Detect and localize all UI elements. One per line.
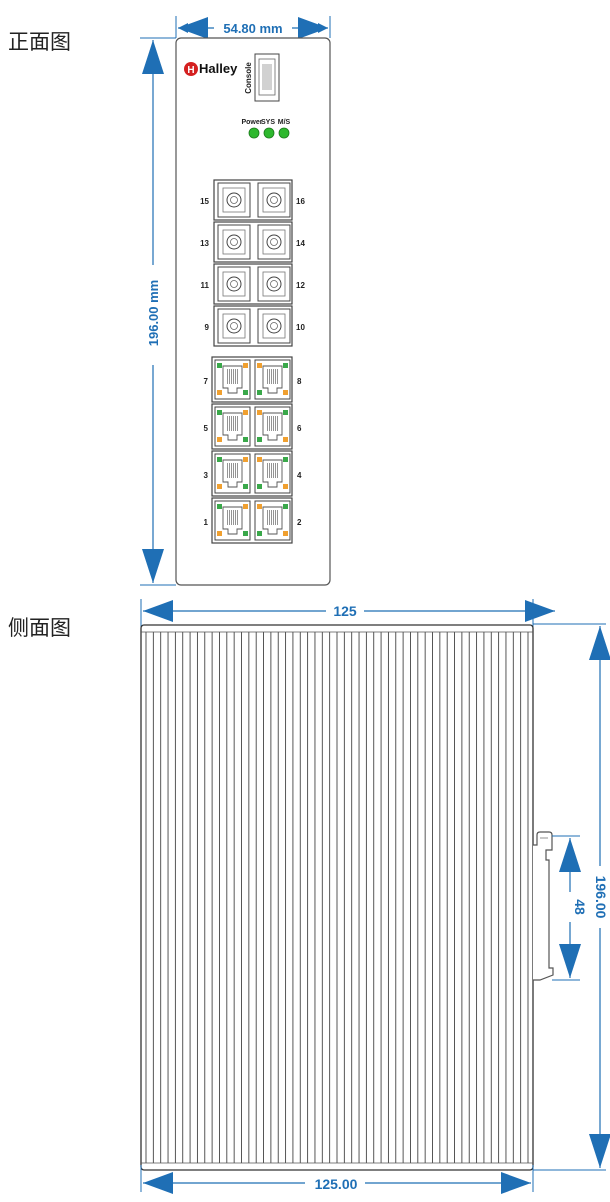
rj45-ports: 7 8 5 6 3 4 1 2 bbox=[204, 359, 302, 541]
led-label-sys: SYS bbox=[261, 119, 275, 126]
rj45-port bbox=[214, 453, 251, 494]
rj45-port-label: 2 bbox=[297, 518, 302, 527]
sfp-port-label: 10 bbox=[296, 323, 305, 332]
rj45-port bbox=[254, 453, 291, 494]
front-height-label: 196.00 mm bbox=[146, 280, 161, 347]
rail-dim-label: 48 bbox=[572, 899, 588, 915]
rj45-port-label: 1 bbox=[204, 518, 209, 527]
rj45-port-label: 7 bbox=[204, 377, 209, 386]
rj45-port-label: 8 bbox=[297, 377, 302, 386]
side-view-title: 侧面图 bbox=[8, 616, 71, 640]
front-width-dimension: 54.80 mm bbox=[175, 16, 331, 39]
console-label: Console bbox=[244, 62, 253, 94]
led-ms bbox=[278, 127, 290, 139]
sfp-port bbox=[217, 266, 251, 302]
rj45-port bbox=[214, 406, 251, 447]
rj45-port-label: 5 bbox=[204, 424, 209, 433]
sfp-port bbox=[217, 308, 251, 344]
status-leds: Power SYS M/S bbox=[241, 119, 291, 139]
sfp-port bbox=[217, 182, 251, 218]
rail-dimension: 48 bbox=[552, 835, 588, 981]
sfp-port bbox=[257, 308, 291, 344]
rj45-port-label: 3 bbox=[204, 471, 209, 480]
led-power bbox=[248, 127, 260, 139]
sfp-port-label: 9 bbox=[205, 323, 210, 332]
sfp-port-label: 14 bbox=[296, 239, 305, 248]
rj45-block bbox=[211, 356, 293, 544]
side-height-dimension: 196.00 bbox=[533, 623, 610, 1171]
heatsink-fins bbox=[141, 631, 533, 1164]
console-port bbox=[254, 53, 280, 102]
rj45-port bbox=[214, 500, 251, 541]
led-sys bbox=[263, 127, 275, 139]
rj45-port-label: 4 bbox=[297, 471, 302, 480]
side-bottom-dimension: 125.00 bbox=[140, 1165, 534, 1194]
led-label-power: Power bbox=[241, 119, 262, 126]
logo-text: Halley bbox=[199, 61, 238, 76]
side-bottom-label: 125.00 bbox=[315, 1176, 358, 1192]
sfp-port-label: 16 bbox=[296, 197, 305, 206]
sfp-port bbox=[257, 182, 291, 218]
sfp-port bbox=[257, 266, 291, 302]
rj45-port bbox=[254, 500, 291, 541]
rj45-port-label: 6 bbox=[297, 424, 302, 433]
front-view: 54.80 mm 196.00 mm H Halley Conso bbox=[140, 16, 331, 586]
rj45-port bbox=[214, 359, 251, 400]
side-height-label: 196.00 bbox=[593, 876, 609, 919]
sfp-port-label: 11 bbox=[201, 281, 210, 290]
svg-text:H: H bbox=[187, 65, 194, 76]
sfp-port-label: 15 bbox=[200, 197, 209, 206]
rj45-port bbox=[254, 406, 291, 447]
rj45-port bbox=[254, 359, 291, 400]
side-top-label: 125 bbox=[333, 603, 357, 619]
sfp-cage-block bbox=[213, 179, 293, 347]
led-label-ms: M/S bbox=[278, 119, 291, 126]
sfp-port bbox=[257, 224, 291, 260]
din-rail-clip bbox=[533, 831, 554, 981]
side-view: 125 48 bbox=[140, 599, 610, 1194]
front-width-label: 54.80 mm bbox=[223, 21, 282, 36]
sfp-port-label: 12 bbox=[296, 281, 305, 290]
sfp-port bbox=[217, 224, 251, 260]
sfp-ports: 15 16 13 14 11 12 9 10 bbox=[200, 182, 305, 344]
side-top-dimension: 125 bbox=[140, 599, 555, 630]
front-view-title: 正面图 bbox=[8, 30, 71, 54]
halley-logo: H Halley bbox=[184, 61, 238, 76]
sfp-port-label: 13 bbox=[200, 239, 209, 248]
front-height-dimension: 196.00 mm bbox=[140, 37, 176, 586]
